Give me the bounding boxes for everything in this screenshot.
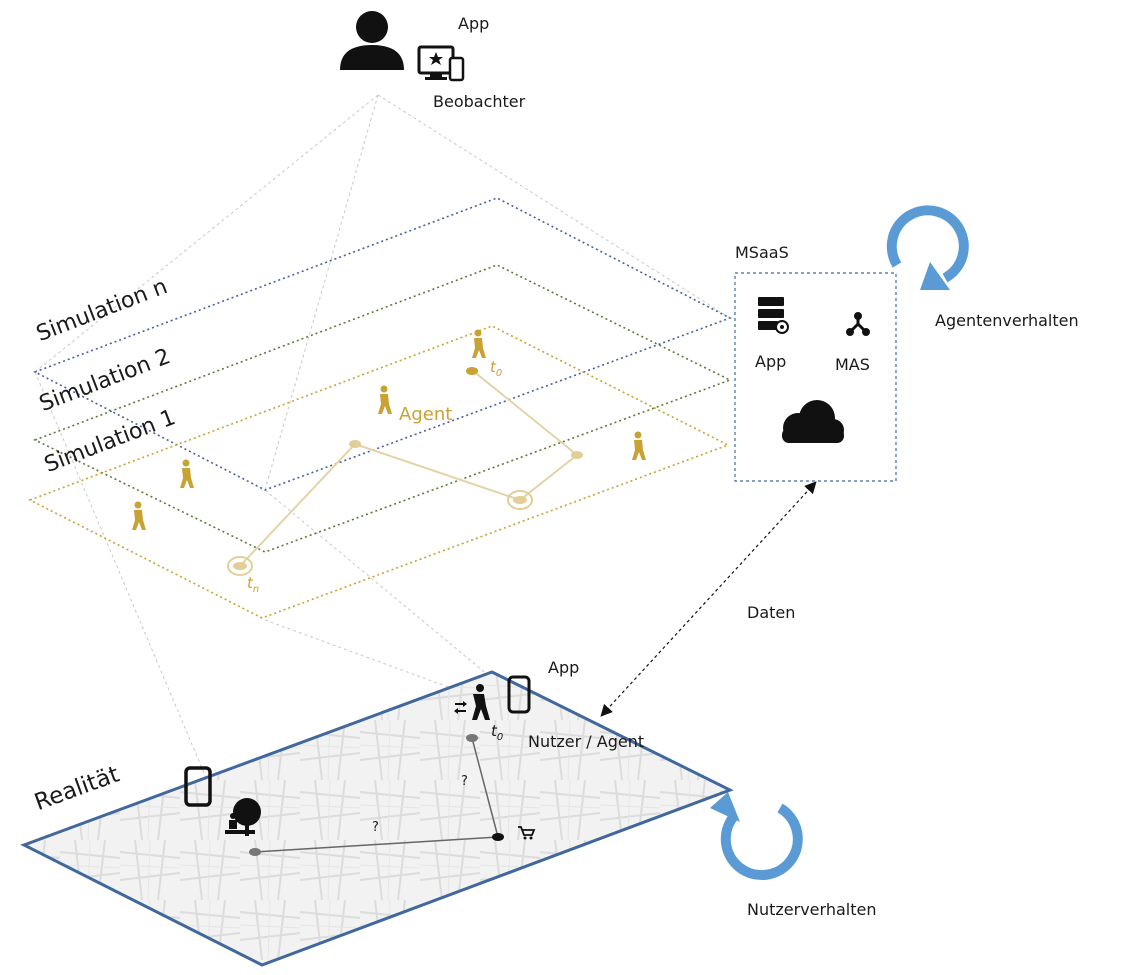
- tree-bench-icon: [225, 798, 261, 836]
- walker-icon: [472, 329, 486, 358]
- phone-icon: [507, 675, 531, 714]
- phone-icon: [184, 766, 212, 807]
- reality-node: [466, 734, 478, 742]
- reality-node: [249, 848, 261, 856]
- user-agent-label: Nutzer / Agent: [528, 732, 645, 751]
- reality-path: [254, 737, 499, 853]
- user-behavior-label: Nutzerverhalten: [747, 900, 877, 919]
- simulation-1-plane: [28, 325, 730, 619]
- agent-behavior-label: Agentenverhalten: [935, 311, 1079, 330]
- walker-icon: [132, 501, 146, 530]
- question-mark-2: ?: [372, 820, 379, 835]
- server-icon: [758, 297, 789, 334]
- simulation-n-plane: [33, 197, 732, 491]
- path-nodes: [227, 367, 583, 576]
- data-label: Daten: [747, 603, 796, 622]
- walker-icon: [378, 385, 392, 414]
- agent-icons: [132, 329, 646, 530]
- question-mark-1: ?: [461, 774, 468, 789]
- msaas-box: [734, 272, 897, 482]
- observer-role-label: Beobachter: [433, 92, 526, 111]
- msaas-app-label: App: [755, 352, 787, 371]
- walker-icon: [180, 459, 194, 488]
- monitor-phone-icon: [417, 45, 465, 82]
- agent-path: [239, 369, 579, 567]
- data-arrow: [600, 481, 817, 717]
- network-icon: [846, 312, 870, 336]
- walker-icon: [632, 431, 646, 460]
- time-start-label: t0: [490, 358, 503, 379]
- msaas-title: MSaaS: [735, 243, 789, 262]
- cloud-icon: [782, 400, 844, 443]
- reality-app-label: App: [548, 658, 580, 677]
- reality-plane: [20, 670, 734, 967]
- observer-app-label: App: [458, 14, 490, 33]
- user-cycle-icon: [710, 792, 803, 881]
- user-walking-icon: [454, 684, 490, 720]
- observer-person-icon: [340, 11, 404, 70]
- time-end-label: tn: [247, 574, 260, 595]
- msaas-mas-label: MAS: [835, 355, 870, 374]
- shopping-cart-icon: [518, 826, 536, 840]
- agent-cycle-icon: [886, 205, 969, 290]
- reality-node: [492, 833, 504, 841]
- reality-time-label: t0: [491, 722, 504, 743]
- agent-label: Agent: [399, 404, 453, 425]
